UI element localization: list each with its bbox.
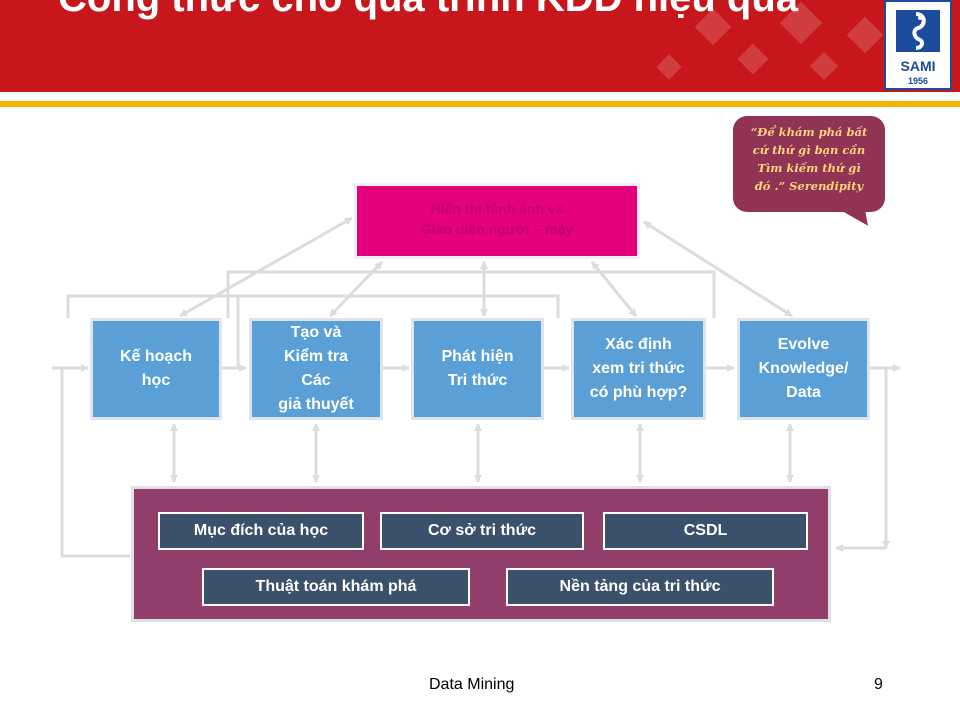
sami-logo: SAMI 1956 [884, 0, 952, 90]
step-learning-plan: Kế hoạch học [90, 318, 222, 420]
footer-label: Data Mining [429, 676, 515, 693]
callout-line: “Để khám phá bất [750, 125, 868, 139]
logo-name: SAMI [900, 58, 936, 74]
page-number: 9 [874, 676, 883, 693]
step-label: Xác định xem tri thức có phù hợp? [589, 336, 688, 401]
chip-discovery-algorithm: Thuật toán khám phá [202, 568, 470, 606]
callout-line: Tìm kiếm thứ gì [757, 161, 861, 175]
step-evolve-knowledge: Evolve Knowledge/ Data [737, 318, 870, 420]
step-knowledge-discovery: Phát hiện Tri thức [411, 318, 544, 420]
chip-knowledge-base: Cơ sở tri thức [380, 512, 584, 550]
visualization-hmi-box: Hiển thị hình ảnh và Giao diện người – m… [354, 183, 640, 259]
title-bar: Công thức cho quá trình KDD hiệu quả SAM… [0, 0, 960, 92]
page-title: Công thức cho quá trình KDD hiệu quả [58, 0, 878, 22]
step-hypotheses: Tạo và Kiểm tra Các giả thuyết [249, 318, 383, 420]
callout-line: cứ thứ gì bạn cần [752, 143, 866, 157]
decorative-diamond-pattern [656, 1, 884, 81]
serendipity-callout: “Để khám phá bất cứ thứ gì bạn cần Tìm k… [733, 116, 885, 212]
step-label: Evolve Knowledge/ Data [758, 336, 849, 401]
knowledge-base-panel: Mục đích của học Cơ sở tri thức CSDL Thu… [131, 486, 831, 622]
chip-knowledge-foundation: Nền tảng của tri thức [506, 568, 774, 606]
accent-line [0, 101, 960, 107]
step-knowledge-relevance: Xác định xem tri thức có phù hợp? [571, 318, 706, 420]
callout-line: đó .” Serendipity [754, 179, 864, 193]
step-label: Phát hiện Tri thức [441, 348, 514, 389]
chip-database: CSDL [603, 512, 808, 550]
seahorse-emblem-icon [896, 10, 940, 52]
step-label: Kế hoạch học [119, 348, 192, 389]
logo-year: 1956 [907, 76, 929, 86]
top-box-line: Giao diện người – máy [420, 221, 574, 237]
step-label: Tạo và Kiểm tra Các giả thuyết [278, 324, 354, 413]
chip-learning-goal: Mục đích của học [158, 512, 364, 550]
top-box-line: Hiển thị hình ảnh và [430, 201, 564, 217]
